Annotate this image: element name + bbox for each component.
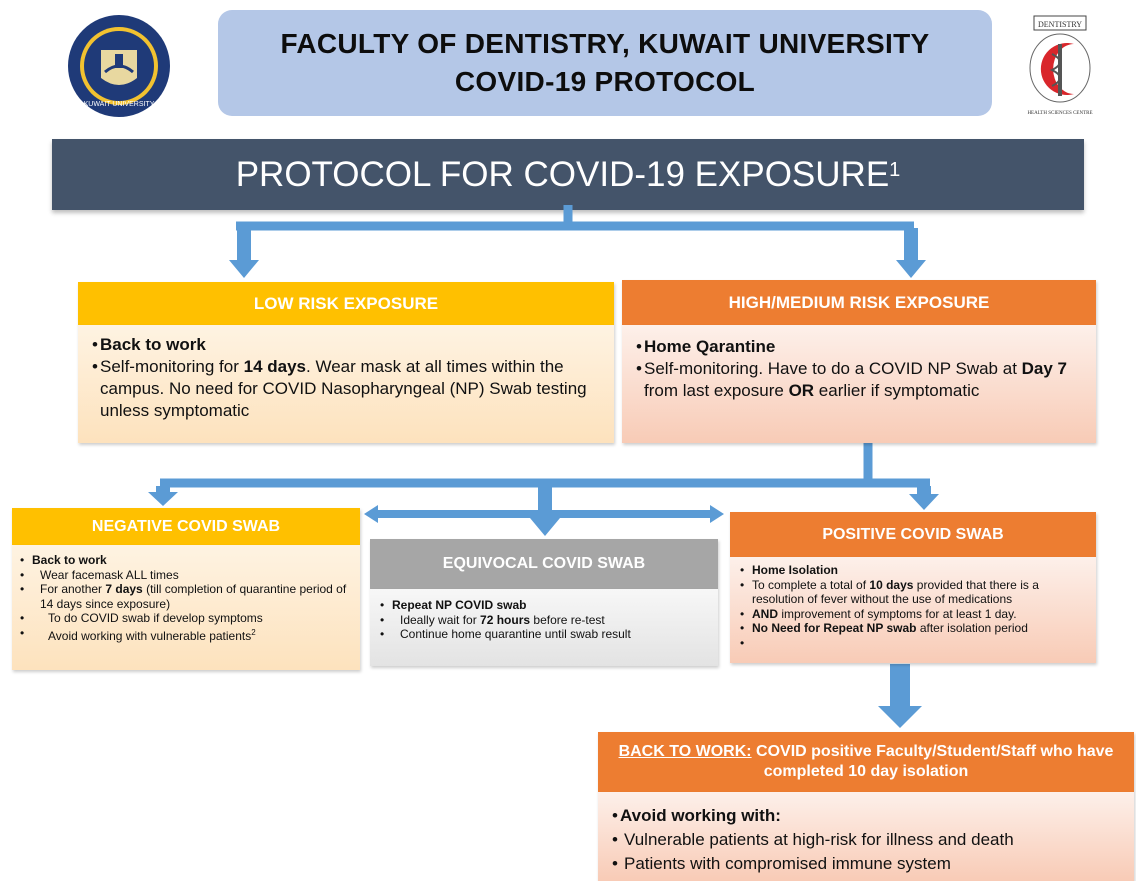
back-to-work-body: Avoid working with: Vulnerable patients …	[598, 792, 1134, 881]
dentistry-logo: DENTISTRY HEALTH SCIENCES CENTRE	[1027, 15, 1093, 116]
back-to-work-title: BACK TO WORK: COVID positive Faculty/Stu…	[618, 743, 1114, 780]
list-item: Avoid working with:	[612, 804, 1122, 828]
positive-swab-title: POSITIVE COVID SWAB	[822, 525, 1004, 543]
list-item: For another 7 days (till completion of q…	[20, 582, 354, 611]
list-item: Ideally wait for 72 hours before re-test	[380, 613, 712, 628]
equivocal-swab-header: EQUIVOCAL COVID SWAB	[370, 539, 718, 589]
banner-footnote: 1	[889, 159, 901, 181]
high-risk-body: Home Qarantine Self-monitoring. Have to …	[622, 325, 1096, 443]
list-item: Repeat NP COVID swab	[380, 598, 712, 613]
arrow-down-icon	[878, 664, 922, 728]
arrow-down-icon	[909, 486, 939, 510]
equivocal-swab-body: Repeat NP COVID swab Ideally wait for 72…	[370, 589, 718, 666]
list-item: To do COVID swab if develop symptoms	[20, 611, 354, 626]
dentistry-logo-subtitle: HEALTH SCIENCES CENTRE	[1027, 111, 1092, 116]
list-item: Continue home quarantine until swab resu…	[380, 627, 712, 642]
list-item: To complete a total of 10 days provided …	[740, 578, 1090, 607]
list-item: Back to work	[20, 553, 354, 568]
list-item: Patients with compromised immune system	[612, 852, 1122, 876]
list-item: No Need for Repeat NP swab after isolati…	[740, 621, 1090, 636]
high-risk-header: HIGH/MEDIUM RISK EXPOSURE	[622, 280, 1096, 325]
high-risk-title: HIGH/MEDIUM RISK EXPOSURE	[728, 292, 990, 312]
list-item: Wear facemask ALL times	[20, 568, 354, 583]
dentistry-logo-title: DENTISTRY	[1038, 20, 1082, 29]
list-item: Home Qarantine	[636, 336, 1084, 358]
back-to-work-header: BACK TO WORK: COVID positive Faculty/Stu…	[598, 732, 1134, 792]
equivocal-swab-title: EQUIVOCAL COVID SWAB	[442, 555, 646, 572]
negative-swab-body: Back to work Wear facemask ALL times For…	[12, 545, 360, 670]
page-subtitle: COVID-19 PROTOCOL	[454, 66, 756, 97]
positive-swab-body: Home Isolation To complete a total of 10…	[730, 557, 1096, 663]
header-title-box: FACULTY OF DENTISTRY, KUWAIT UNIVERSITY …	[218, 10, 992, 116]
arrow-down-icon	[896, 228, 926, 278]
list-item: Vulnerable patients at high-risk for ill…	[612, 828, 1122, 852]
list-item: Avoid working with vulnerable patients2	[20, 626, 354, 644]
negative-swab-header: NEGATIVE COVID SWAB	[12, 508, 360, 545]
list-item: Home Isolation	[740, 563, 1090, 578]
positive-swab-header: POSITIVE COVID SWAB	[730, 512, 1096, 557]
page-title: FACULTY OF DENTISTRY, KUWAIT UNIVERSITY	[280, 28, 930, 59]
list-item: Back to work	[92, 334, 602, 356]
list-item: AND improvement of symptoms for at least…	[740, 607, 1090, 622]
low-risk-header: LOW RISK EXPOSURE	[78, 282, 614, 325]
arrow-down-icon	[229, 228, 259, 278]
kuwait-university-text: KUWAIT UNIVERSITY	[84, 101, 155, 108]
double-arrow-icon	[364, 505, 724, 523]
negative-swab-title: NEGATIVE COVID SWAB	[91, 517, 281, 535]
arrow-down-icon	[148, 486, 178, 506]
banner-text: PROTOCOL FOR COVID-19 EXPOSURE	[235, 154, 890, 194]
kuwait-university-logo: KUWAIT UNIVERSITY	[68, 15, 170, 117]
list-item: Self-monitoring. Have to do a COVID NP S…	[636, 358, 1084, 402]
list-item: Self-monitoring for 14 days. Wear mask a…	[92, 356, 602, 422]
low-risk-title: LOW RISK EXPOSURE	[253, 293, 439, 313]
low-risk-body: Back to work Self-monitoring for 14 days…	[78, 325, 614, 443]
